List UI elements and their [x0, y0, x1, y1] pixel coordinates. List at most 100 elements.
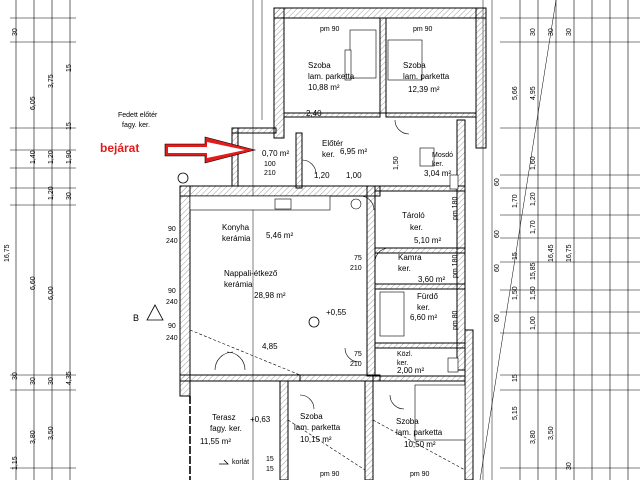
dim-label: 210	[350, 361, 362, 368]
dim-label: 15	[266, 466, 274, 473]
room-name: Mosdó	[432, 152, 454, 159]
left-dim: 4,35	[66, 371, 73, 385]
dim-label: 210	[264, 170, 276, 177]
room-area: 10,50 m²	[404, 440, 436, 449]
entrance-arrow	[164, 136, 257, 164]
room-area: 6,60 m²	[410, 313, 438, 322]
terrace-railing	[189, 396, 229, 480]
room-name: Közl.	[397, 351, 413, 358]
left-dim: 3,50	[48, 426, 55, 440]
right-dim: 1,50	[530, 286, 537, 300]
room-area: 5,10 m²	[414, 236, 442, 245]
level-markers	[177, 172, 320, 328]
pm-label: pm 90	[320, 26, 340, 33]
left-dim: 1,20	[48, 150, 55, 164]
room-name: Konyha	[222, 223, 250, 232]
right-dim: 15,85	[530, 262, 537, 280]
right-dim: 1,20	[530, 192, 537, 206]
room-name: Terasz	[212, 413, 236, 422]
right-dim: 60	[494, 264, 501, 272]
right-dim: 30	[566, 462, 573, 470]
room-floor: ker.	[410, 223, 423, 232]
room-floor: kerámia	[222, 234, 251, 243]
section-label: B	[133, 313, 140, 323]
doors	[189, 119, 466, 471]
right-dim: 60	[494, 178, 501, 186]
left-dim: 6,05	[30, 96, 37, 110]
walls	[179, 7, 487, 480]
left-dim: 15	[66, 122, 73, 130]
room-name: Szoba	[396, 417, 419, 426]
left-dim: 15	[66, 64, 73, 72]
right-dim: 3,80	[530, 430, 537, 444]
pm-label: pm 180	[452, 196, 459, 220]
pm-label: pm 80	[452, 310, 459, 330]
right-dim: 15	[512, 374, 519, 382]
dim-label: 90	[168, 323, 176, 330]
left-dim: 6,00	[48, 286, 55, 300]
room-area: 3,04 m²	[424, 169, 452, 178]
room-area: 10,15 m²	[300, 435, 332, 444]
right-dim: 15	[512, 252, 519, 260]
room-name: Szoba	[300, 412, 323, 421]
dim-label: 2,40	[306, 109, 322, 118]
room-floor: lam. parketta	[396, 428, 443, 437]
left-dim: 3,75	[48, 74, 55, 88]
left-dim: 1,15	[12, 456, 19, 470]
dim-label: 240	[166, 238, 178, 245]
room-area: 5,46 m²	[266, 231, 294, 240]
pm-label: pm 90	[410, 471, 430, 478]
right-dim: 1,60	[530, 156, 537, 170]
dim-label: 240	[166, 335, 178, 342]
left-dim: 30	[66, 192, 73, 200]
entrance-label: bejárat	[100, 141, 140, 155]
dim-label: 100	[264, 161, 276, 168]
room-floor: lam. parketta	[308, 72, 355, 81]
room-floor: ker.	[417, 303, 430, 312]
room-area: 10,88 m²	[308, 83, 340, 92]
left-dim: 1,90	[66, 150, 73, 164]
right-dim: 30	[530, 28, 537, 36]
right-dim: 1,50	[512, 286, 519, 300]
room-area: 6,95 m²	[340, 147, 368, 156]
dim-label: 240	[166, 299, 178, 306]
left-dim: 30	[30, 377, 37, 385]
covered-entry-name: Fedett előtér	[118, 112, 158, 119]
right-dim: 3,50	[548, 426, 555, 440]
dim-label: 75	[354, 255, 362, 262]
room-floor: lam. parketta	[403, 72, 450, 81]
room-name: Szoba	[308, 61, 331, 70]
room-area: 2,00 m²	[397, 366, 425, 375]
dim-label: 4,85	[262, 342, 278, 351]
right-dim: 60	[494, 314, 501, 322]
room-name: Előtér	[322, 139, 343, 148]
room-area: 28,98 m²	[254, 291, 286, 300]
right-dim: 1,70	[530, 220, 537, 234]
room-floor: ker.	[322, 150, 335, 159]
dim-label: 75	[354, 351, 362, 358]
room-name: Nappali-étkező	[224, 269, 278, 278]
dim-label: 1,20	[314, 171, 330, 180]
level-label: +0,55	[326, 308, 347, 317]
pm-label: pm 90	[320, 471, 340, 478]
left-dim: 6,60	[30, 276, 37, 290]
right-dim: 30	[566, 28, 573, 36]
room-name: Fürdő	[417, 292, 438, 301]
room-name: Tároló	[402, 211, 425, 220]
right-dimension-lines	[479, 0, 640, 480]
left-dim: 1,20	[48, 186, 55, 200]
room-floor: kerámia	[224, 280, 253, 289]
right-dim: 60	[494, 230, 501, 238]
room-name: Kamra	[398, 253, 422, 262]
right-dim: 4,95	[530, 86, 537, 100]
room-area: 12,39 m²	[408, 85, 440, 94]
room-floor: fagy. ker.	[210, 424, 242, 433]
left-dimension-lines	[10, 0, 76, 480]
room-area: 0,70 m²	[262, 149, 290, 158]
right-dim: 1,70	[512, 194, 519, 208]
room-floor: ker.	[432, 161, 444, 168]
dim-label: 210	[350, 265, 362, 272]
room-floor: ker.	[398, 264, 411, 273]
section-marker-b	[146, 304, 164, 321]
